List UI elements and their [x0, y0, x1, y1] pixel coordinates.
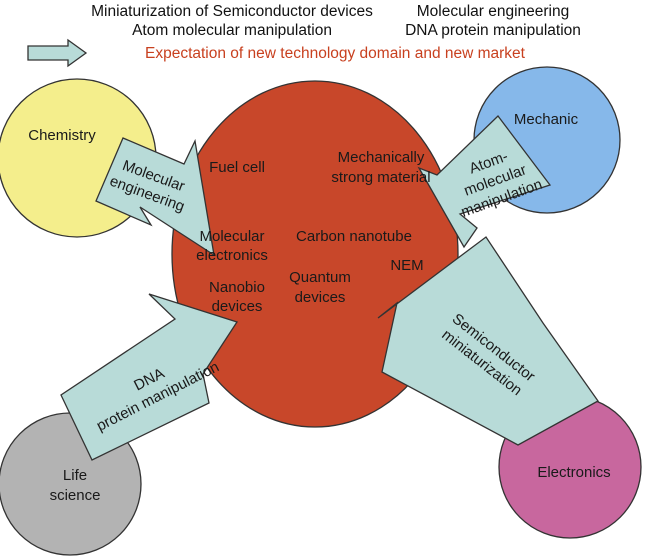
arrow-molecular-engineering: [95, 137, 215, 257]
mechanically-strong-label-line2: strong material: [331, 169, 430, 186]
arrow-dna-protein-manipulation: [60, 293, 239, 461]
header-left-line2: Atom molecular manipulation: [132, 22, 332, 39]
molecular-electronics-label-line1: Molecular: [199, 228, 264, 245]
nanobio-devices-label-line1: Nanobio: [209, 279, 265, 296]
center-domain-circle: [171, 80, 459, 428]
life-science-label-line2: science: [50, 487, 101, 504]
chemistry-label: Chemistry: [28, 127, 96, 144]
life-science-label-line1: Life: [63, 467, 87, 484]
nem-label: NEM: [390, 257, 423, 274]
arrow-atom-molecular-manipulation: [417, 115, 552, 249]
header-subtitle: Expectation of new technology domain and…: [145, 45, 526, 62]
header-right-line2: DNA protein manipulation: [405, 22, 581, 39]
legend-arrow: [27, 38, 88, 68]
mechanic-label: Mechanic: [514, 111, 579, 128]
carbon-nanotube-label: Carbon nanotube: [296, 228, 412, 245]
molecular-electronics-label-line2: electronics: [196, 247, 268, 264]
header-left-line1: Miniaturization of Semiconductor devices: [91, 3, 373, 20]
quantum-devices-label-line2: devices: [295, 289, 346, 306]
arrow-semiconductor-miniaturization: [377, 236, 599, 446]
quantum-devices-label-line1: Quantum: [289, 269, 351, 286]
fuel-cell-label: Fuel cell: [209, 159, 265, 176]
electronics-label: Electronics: [537, 464, 610, 481]
mechanically-strong-label-line1: Mechanically: [338, 149, 425, 166]
nanobio-devices-label-line2: devices: [212, 298, 263, 315]
header-right-line1: Molecular engineering: [417, 3, 570, 20]
